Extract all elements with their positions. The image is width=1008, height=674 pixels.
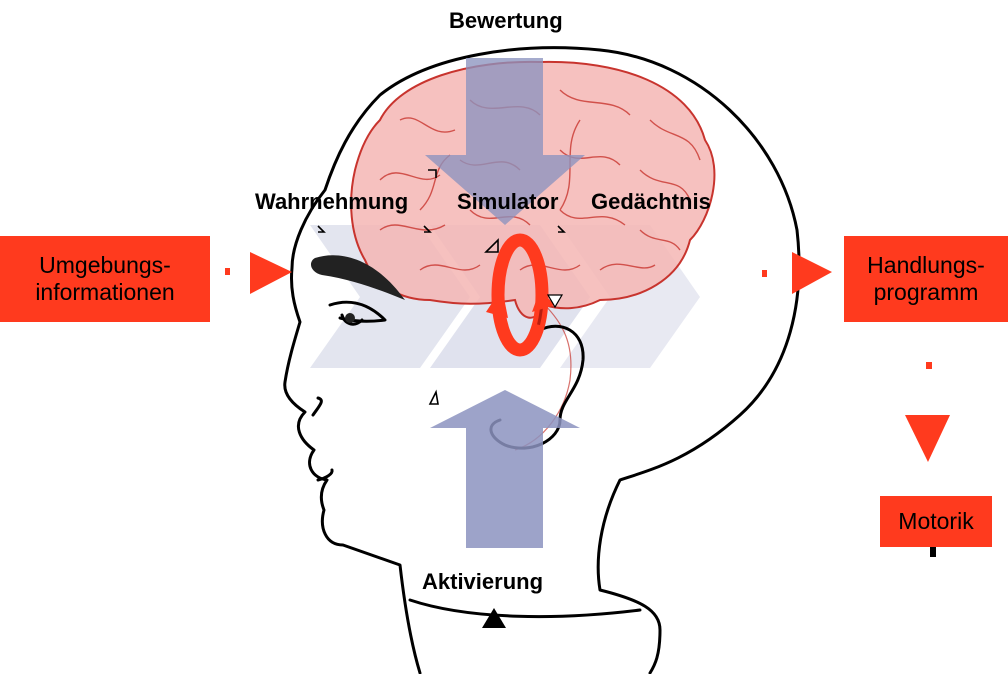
- box-umgebungsinformationen: Umgebungs- informationen: [0, 236, 210, 322]
- label-aktivierung: Aktivierung: [422, 569, 543, 595]
- dot-icon: [225, 268, 230, 275]
- dot-icon: [926, 362, 932, 369]
- label-wahrnehmung: Wahrnehmung: [255, 189, 408, 215]
- box-handlungsprogramm: Handlungs- programm: [844, 236, 1008, 322]
- box-motorik-text: Motorik: [898, 508, 973, 535]
- box-motorik: Motorik: [880, 496, 992, 547]
- right-arrow-icon: [792, 252, 832, 294]
- eye-pupil-icon: [345, 313, 355, 323]
- up-triangle-icon: [482, 608, 506, 628]
- label-gedaechtnis: Gedächtnis: [591, 189, 711, 215]
- dot-icon: [762, 270, 767, 277]
- right-arrow-icon: [250, 252, 292, 294]
- label-simulator: Simulator: [457, 189, 558, 215]
- down-arrow-red-icon: [905, 415, 950, 462]
- box-handlungsprogramm-text: Handlungs- programm: [867, 252, 985, 306]
- box-umgebungsinformationen-text: Umgebungs- informationen: [35, 252, 174, 306]
- label-bewertung: Bewertung: [449, 8, 563, 34]
